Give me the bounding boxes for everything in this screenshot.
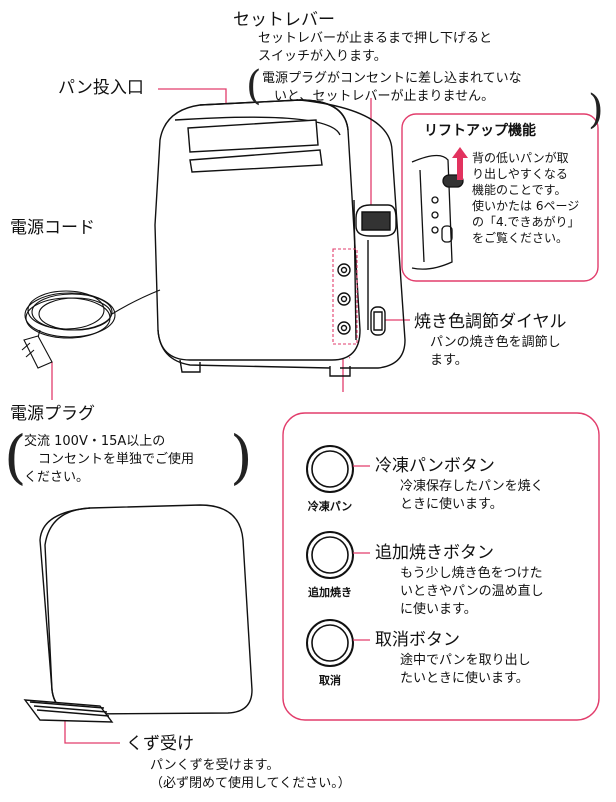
power-plug-note-1: 交流 100V・15A以上の [24, 434, 166, 449]
lift-up-desc-line: 機能のことです。 [472, 183, 567, 197]
toaster-top-view [154, 99, 406, 377]
power-cord-drawing [21, 289, 161, 369]
lift-up-desc: 背の低いパンが取 り出しやすくなる 機能のことです。 使いかたは 6ページ の「… [472, 150, 596, 246]
set-lever-title: セットレバー [233, 10, 335, 30]
dial-desc-1: パンの焼き色を調節し [430, 335, 561, 350]
button-leaders [353, 465, 370, 641]
cancel-button-title: 取消ボタン [375, 630, 460, 650]
lift-up-desc-line: の「4.できあがり」 [472, 215, 580, 229]
crumb-tray-title: くず受け [126, 734, 194, 754]
set-lever-paren-open: ( [246, 63, 262, 109]
freeze-button-desc-1: 冷凍保存したパンを焼く [400, 479, 544, 494]
crumb-tray-leader [64, 718, 120, 744]
crumb-tray-desc-1: パンくずを受けます。 [150, 758, 280, 773]
extra-toast-button-desc-1: もう少し焼き色をつけた [400, 566, 543, 581]
lift-up-desc-line: 背の低いパンが取 [472, 151, 569, 165]
extra-toast-button-desc-2: いときやパンの温め直し [400, 584, 544, 599]
set-lever-desc-2: スイッチが入ります。 [258, 49, 387, 64]
crumb-tray-desc-2: （必ず閉めて使用してください。） [150, 776, 351, 791]
bread-slot-title: パン投入口 [58, 78, 144, 98]
set-lever-desc-1: セットレバーが止まるまで押し下げると [258, 31, 493, 46]
cancel-button-desc-1: 途中でパンを取り出し [400, 653, 531, 668]
freeze-button-label: 冷凍パン [307, 500, 353, 513]
control-panel-highlight [332, 248, 358, 345]
power-plug-paren-open: ( [4, 423, 27, 491]
freeze-button-title: 冷凍パンボタン [375, 456, 495, 476]
extra-toast-button-label: 追加焼き [308, 586, 352, 599]
extra-toast-button-title: 追加焼きボタン [375, 543, 494, 563]
lift-up-title: リフトアップ機能 [424, 123, 536, 139]
lift-up-desc-line: り出しやすくなる [472, 167, 568, 181]
buttons-panel-frame [282, 412, 600, 721]
set-lever-note-2: いと、セットレバーが止まりません。 [274, 89, 495, 104]
power-plug-note-3: ください。 [24, 470, 90, 485]
power-plug-note-2: コンセントを単独でご使用 [38, 452, 195, 467]
button-icons [306, 445, 354, 667]
dial-title: 焼き色調節ダイヤル [414, 312, 567, 332]
cancel-button-label: 取消 [319, 674, 341, 687]
power-plug-title: 電源プラグ [10, 404, 95, 424]
lift-up-desc-line: をご覧ください。 [472, 231, 569, 245]
power-plug-paren-close: ) [230, 423, 253, 491]
toaster-bottom-view [23, 504, 253, 723]
freeze-button-desc-2: ときに使います。 [400, 497, 503, 512]
set-lever-note-1: 電源プラグがコンセントに差し込まれていな [262, 71, 522, 86]
cancel-button-desc-2: たいときに使います。 [400, 671, 529, 686]
extra-toast-button-desc-3: に使います。 [400, 602, 477, 617]
power-cord-title: 電源コード [10, 218, 95, 238]
lift-up-arrow [452, 147, 468, 180]
lift-up-desc-line: 使いかたは 6ページ [472, 199, 580, 213]
set-lever-paren-close: ) [588, 87, 604, 133]
dial-desc-2: ます。 [430, 353, 468, 368]
